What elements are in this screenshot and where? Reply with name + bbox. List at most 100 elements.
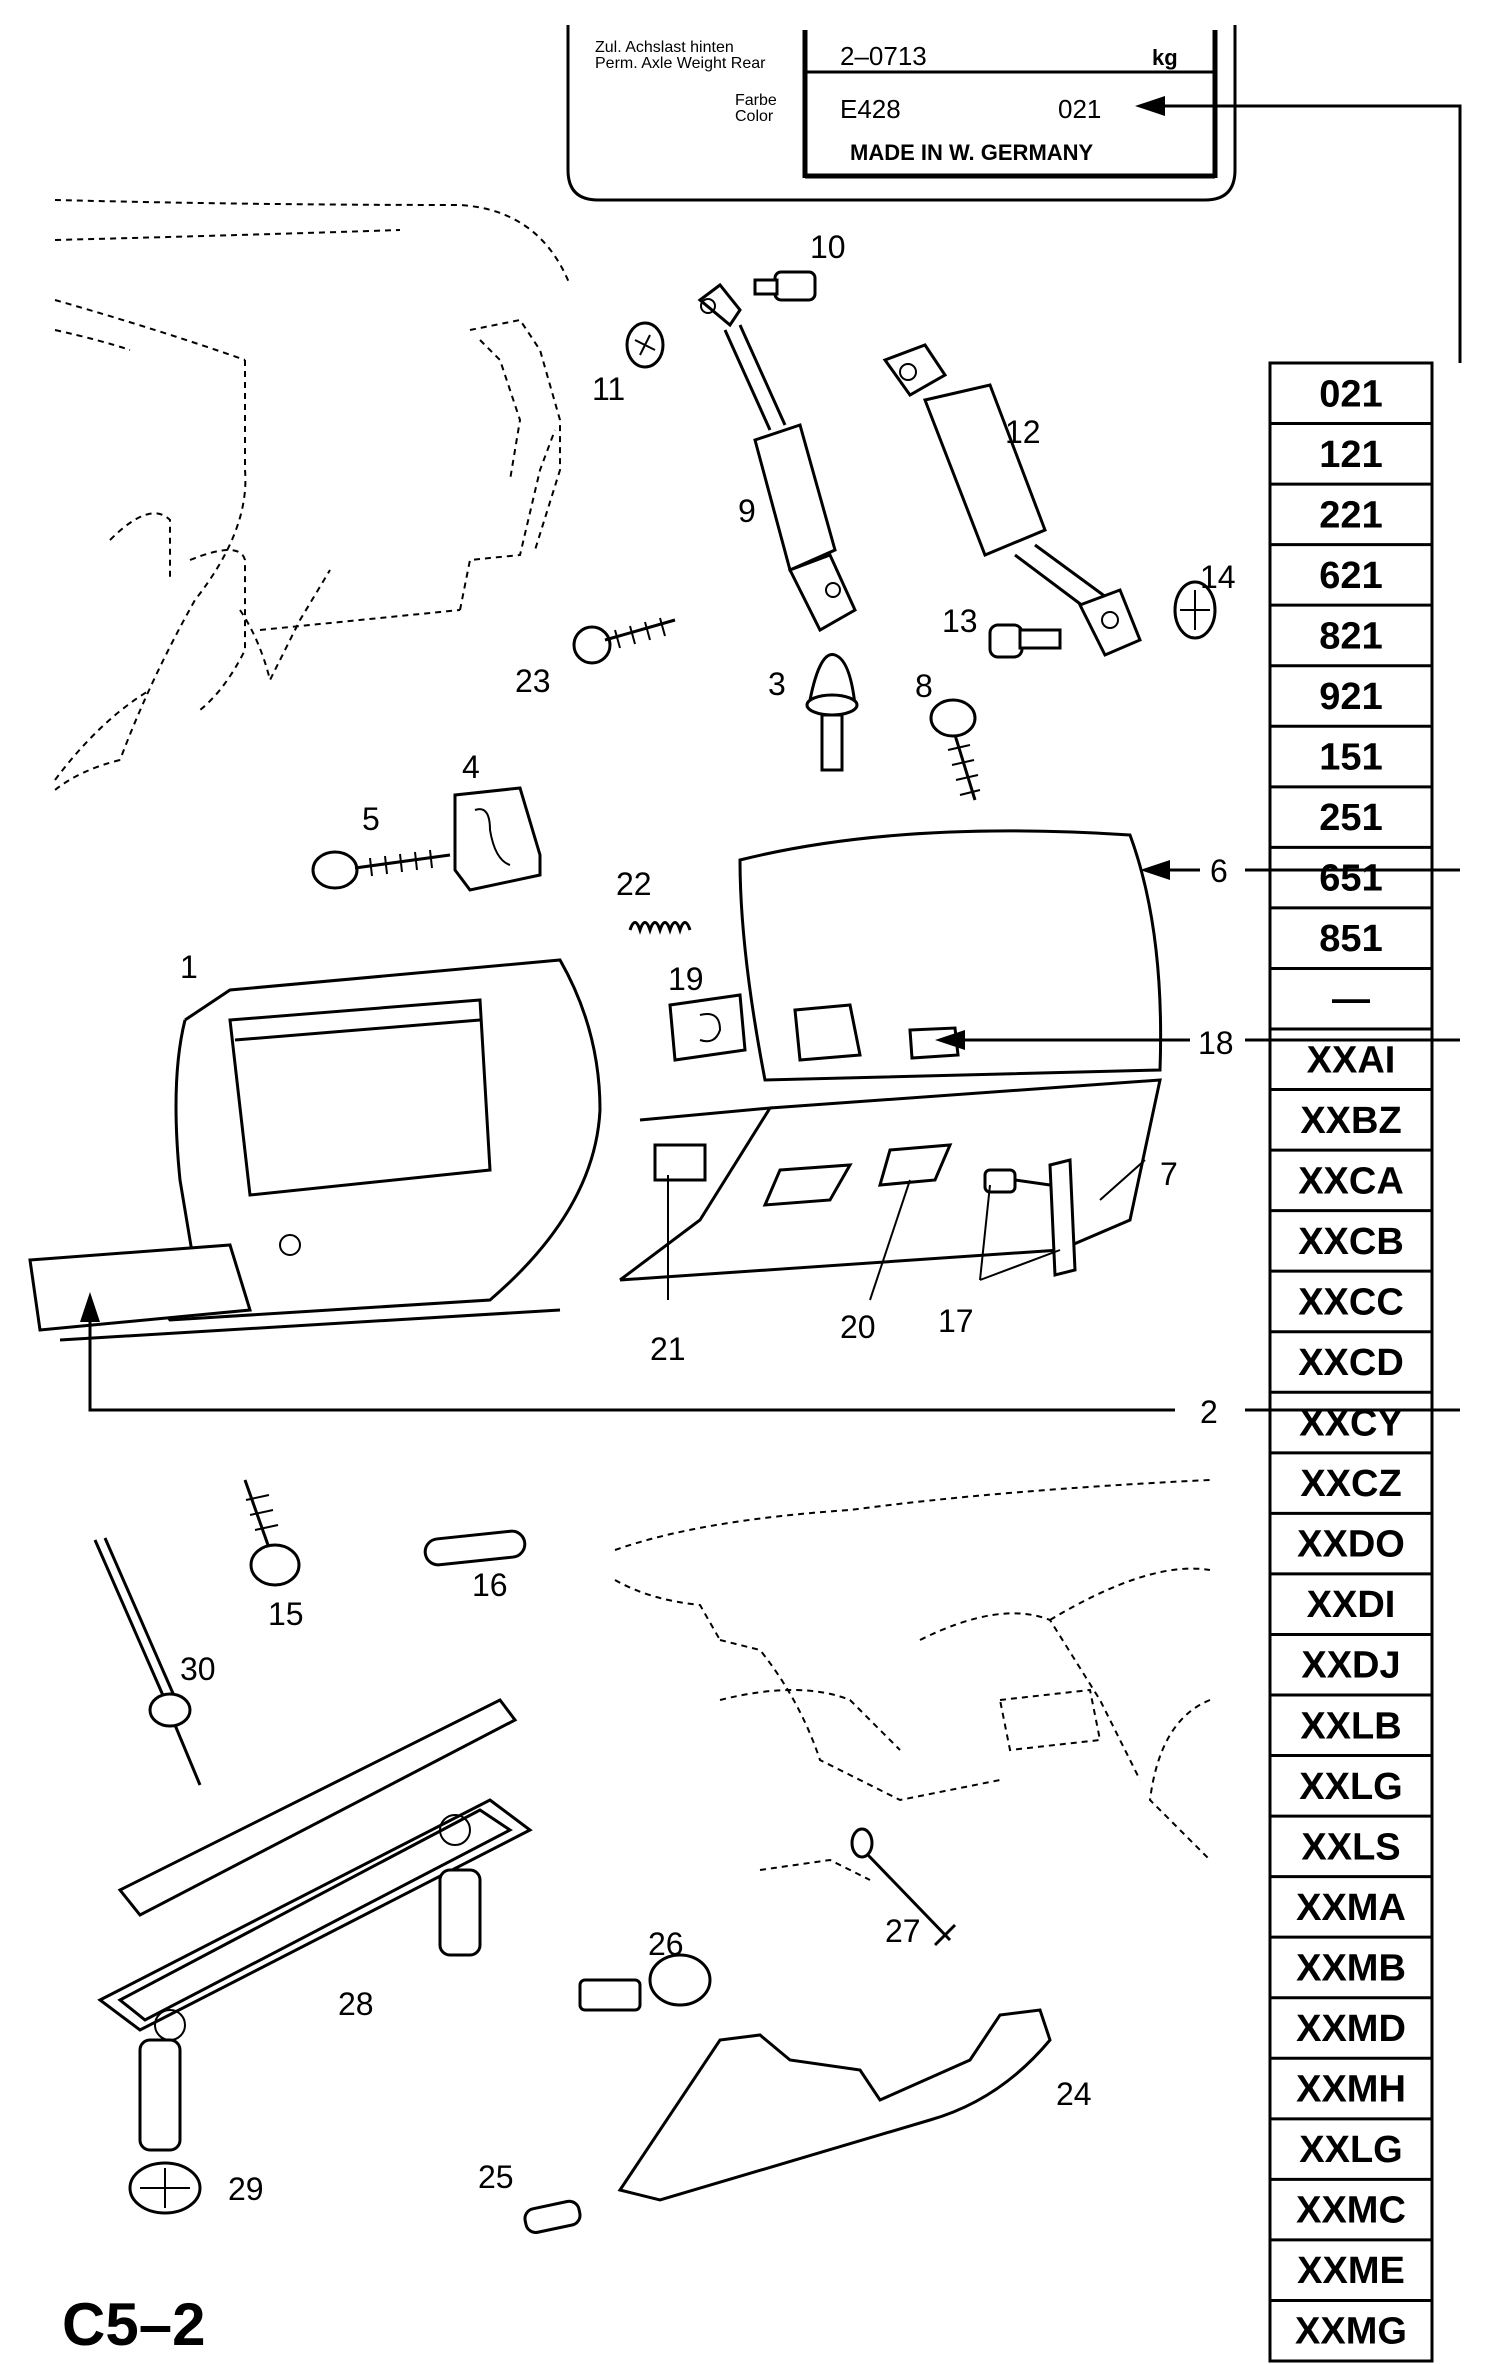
callout-10: 10 [810,229,846,265]
pin-16 [423,1529,527,1567]
code-table-cell: 651 [1319,858,1382,900]
code-table-cell: 151 [1319,737,1382,779]
callout-4: 4 [462,749,480,785]
washer-29 [128,2161,202,2215]
code-table: 021 121 221 621 821 921 151 251 651 851 — XXAI XXBZ X… [1268,361,1434,2363]
color-label-en: Color [735,108,774,125]
screw-8 [929,698,981,801]
code-table-cell: XXMA [1296,1887,1406,1929]
callout-3: 3 [768,666,786,702]
code-table-cell: XXMC [1296,2190,1406,2232]
gas-strut-12 [882,343,1142,657]
rod-30 [93,1537,202,1786]
callout-8: 8 [915,668,933,704]
callout-16: 16 [472,1567,508,1603]
gas-strut-9 [697,282,857,633]
color-number: 021 [1058,94,1101,124]
code-table-cell: XXCZ [1300,1463,1401,1505]
code-table-cell: XXLB [1300,1705,1401,1747]
callout-25: 25 [478,2159,514,2195]
code-table-cell: 851 [1319,918,1382,960]
screw-5 [311,849,451,890]
callout-22: 22 [616,866,652,902]
washer-14 [1173,580,1217,640]
glovebox-1 [28,958,602,1342]
callout-23: 23 [515,663,551,699]
axle-weight-value: 2–0713 [840,41,927,71]
plate-28 [97,1698,533,2152]
callout-19: 19 [668,961,704,997]
bracket-24 [617,2008,1052,2202]
code-table-cell: XXLG [1299,1766,1402,1808]
pin-25 [523,2199,582,2234]
callout-2: 2 [1200,1394,1218,1430]
code-table-cell: XXLG [1299,2129,1402,2171]
code-table-cell: XXMB [1296,1947,1406,1989]
color-code: E428 [840,94,901,124]
callout-24: 24 [1056,2076,1092,2112]
callout-28: 28 [338,1986,374,2022]
callout-9: 9 [738,493,756,529]
pin-10 [753,270,817,302]
code-table-cell: XXME [1297,2250,1405,2292]
code-table-cell: XXDJ [1301,1645,1400,1687]
lid-6 [738,829,1163,1082]
code-table-cell: XXCA [1298,1160,1404,1202]
washer-11 [625,321,665,369]
code-table-cell: XXDO [1297,1524,1405,1566]
screw-23 [572,617,676,665]
callout-1: 1 [180,949,198,985]
latch-19 [668,993,747,1062]
clip-4 [453,786,542,892]
callout-17: 17 [938,1303,974,1339]
code-table-cell: XXAI [1307,1039,1396,1081]
code-table-cell: 251 [1319,797,1382,839]
callout-15: 15 [268,1596,304,1632]
callout-14: 14 [1200,559,1236,595]
made-in-text: MADE IN W. GERMANY [850,140,1094,165]
code-table-cell: 921 [1319,676,1382,718]
code-table-cell: XXDI [1307,1584,1396,1626]
data-plate: Zul. Achslast hinten Perm. Axle Weight R… [566,25,1462,363]
callout-18: 18 [1198,1025,1234,1061]
callout-12: 12 [1005,414,1041,450]
bulb-26 [578,1953,712,2012]
callout-30: 30 [180,1651,216,1687]
rod-27 [850,1827,957,1947]
code-table-cell: XXCB [1298,1221,1404,1263]
figure-code: C5–2 [62,2291,205,2358]
lower-panel-7 [619,1078,1162,1282]
callout-27: 27 [885,1913,921,1949]
code-table-cell: XXCC [1298,1281,1404,1323]
dashboard-outline-top [54,199,571,791]
axle-weight-label-en: Perm. Axle Weight Rear [595,55,766,72]
pin-13 [988,623,1062,659]
plug-3 [805,653,859,772]
code-table-cell: 021 [1319,373,1382,415]
dashboard-outline-bottom [614,1479,1211,1881]
axle-weight-unit: kg [1152,45,1178,70]
color-label-de: Farbe [735,92,777,109]
code-table-cell: 121 [1319,434,1382,476]
code-table-cell: 821 [1319,615,1382,657]
callout-11: 11 [592,371,625,407]
callout-26: 26 [648,1926,684,1962]
callout-29: 29 [228,2171,264,2207]
callout-20: 20 [840,1309,876,1345]
code-table-cell: XXLS [1301,1826,1400,1868]
callout-6: 6 [1210,853,1228,889]
lock-17 [983,1158,1077,1277]
screw-15 [243,1479,301,1587]
spring-22 [628,921,692,935]
callout-21: 21 [650,1331,686,1367]
axle-weight-label-de: Zul. Achslast hinten [595,39,734,56]
code-table-cell: 621 [1319,555,1382,597]
code-table-cell: — [1332,979,1370,1021]
callout-labels: 1 2 3 4 5 6 7 8 9 10 11 12 13 14 15 16 1… [180,229,1236,2207]
callout-5: 5 [362,801,380,837]
code-table-cell: 221 [1319,494,1382,536]
code-table-cell: XXBZ [1300,1100,1401,1142]
code-table-cell: XXMG [1295,2311,1407,2353]
callout-13: 13 [942,603,978,639]
